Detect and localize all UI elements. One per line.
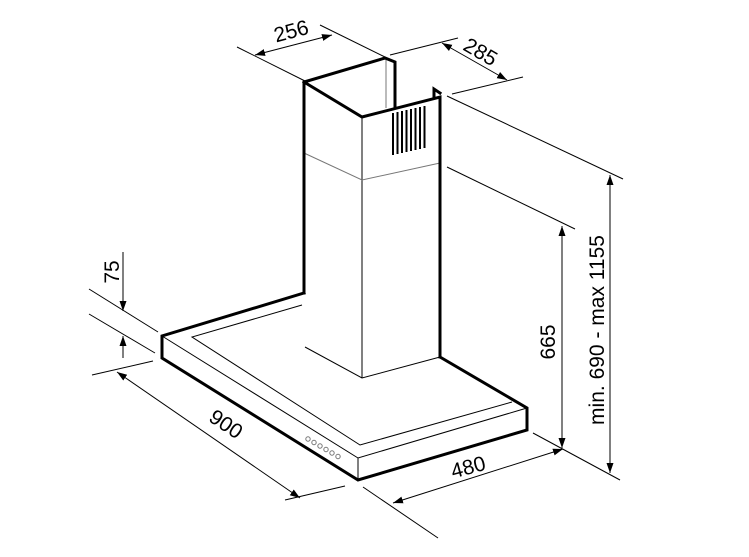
canopy-outline-left: [160, 291, 529, 482]
control-buttons: [305, 436, 341, 460]
dimension-total-height: min. 690 - max 1155: [446, 95, 624, 473]
dimension-chimney-height: 665: [446, 166, 621, 481]
chimney-telescopic-joint: [303, 152, 441, 181]
label-285: 285: [459, 34, 501, 71]
chimney: [301, 56, 443, 379]
label-256: 256: [271, 16, 311, 47]
dimension-canopy-height: 75: [88, 252, 159, 358]
control-button: [323, 446, 329, 453]
label-75: 75: [101, 260, 124, 283]
label-665: 665: [537, 324, 560, 359]
vent-grille: [392, 106, 426, 155]
label-900: 900: [205, 405, 247, 444]
chimney-outline: [302, 56, 397, 295]
chimney-tab: [432, 86, 443, 100]
control-button: [305, 436, 311, 442]
canopy-top-front-edge: [161, 335, 528, 459]
chimney-top-inner: [301, 79, 442, 359]
dimension-chimney-width: 256: [236, 16, 386, 82]
dimension-hood-width: 900: [91, 360, 346, 501]
dimension-hood-depth: 480: [362, 448, 564, 539]
label-total-height: min. 690 - max 1155: [586, 235, 609, 425]
control-button: [311, 439, 317, 446]
label-480: 480: [448, 452, 488, 483]
chimney-bottom-edge: [304, 346, 441, 379]
dimension-chimney-depth: 285: [389, 34, 524, 95]
control-button: [335, 453, 341, 460]
canopy: [160, 291, 529, 482]
control-button: [317, 443, 323, 449]
control-button: [329, 450, 335, 456]
